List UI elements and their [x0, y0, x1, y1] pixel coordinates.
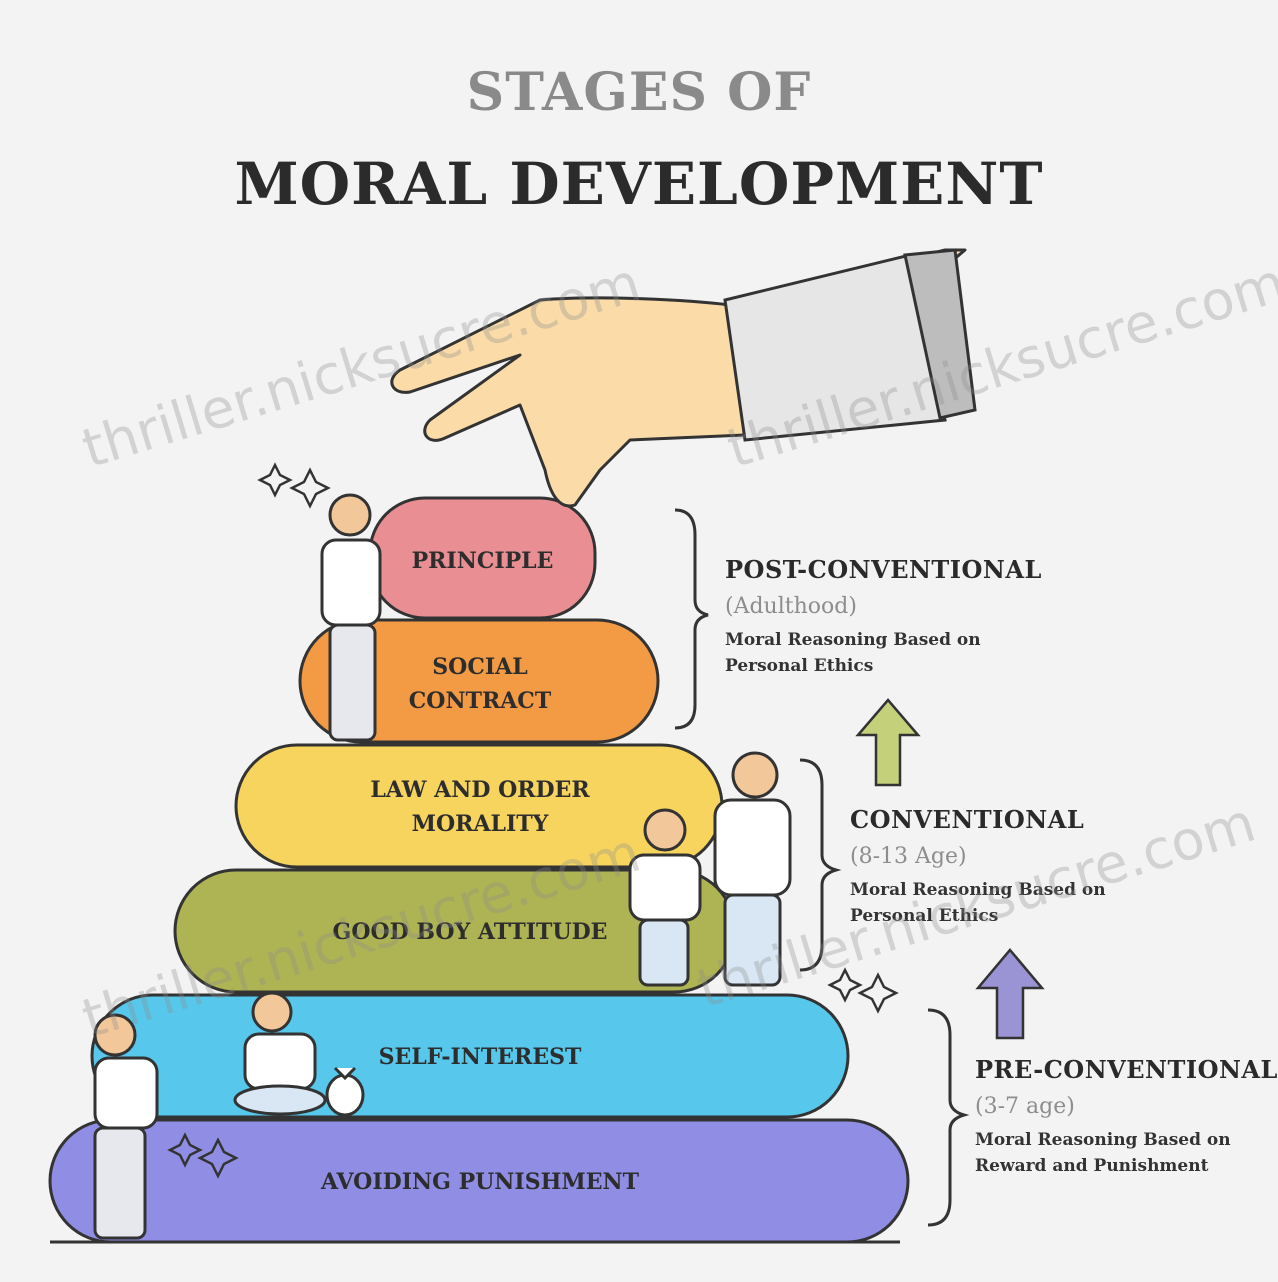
person-figure-middle-tall: [713, 751, 792, 987]
cuff-shape: [903, 248, 977, 420]
stage-block-avoiding-punishment: [48, 1118, 910, 1244]
level-post-conventional: POST-CONVENTIONAL (Adulthood) Moral Reas…: [725, 555, 1042, 679]
level-title: CONVENTIONAL: [850, 805, 1085, 834]
level-conventional: CONVENTIONAL (8-13 Age) Moral Reasoning …: [850, 805, 1130, 929]
bag-icon: [325, 1066, 365, 1117]
stage-block-social-contract: [298, 618, 660, 744]
hand-illustration: [390, 248, 977, 508]
title-line-1: STAGES OF: [466, 62, 812, 123]
level-age: (8-13 Age): [850, 844, 967, 869]
stage-label-social-contract: SOCIAL CONTRACT: [408, 654, 552, 714]
person-figure-top: [320, 493, 382, 742]
stage-label-principle: PRINCIPLE: [411, 548, 554, 574]
title-line-2: MORAL DEVELOPMENT: [234, 150, 1044, 218]
person-figure-bottom-adult: [93, 1013, 159, 1240]
brace-pre-conventional: [927, 1008, 970, 1227]
sleeve-shape: [723, 253, 947, 442]
stage-label-good-boy: GOOD BOY ATTITUDE: [332, 919, 608, 945]
brace-post-conventional: [674, 508, 709, 730]
arrow-up-upper: [855, 698, 921, 787]
brace-conventional: [799, 758, 842, 972]
level-title: POST-CONVENTIONAL: [725, 555, 1042, 584]
person-figure-bottom-child: [233, 991, 327, 1116]
stage-label-self-interest: SELF-INTEREST: [378, 1044, 582, 1070]
arrow-up-lower: [975, 948, 1045, 1040]
level-age: (3-7 age): [975, 1094, 1075, 1119]
level-description: Moral Reasoning Based on Personal Ethics: [850, 880, 1106, 926]
sparkle-icons: [167, 462, 899, 1179]
stage-label-law-order: LAW AND ORDER MORALITY: [370, 777, 590, 837]
level-pre-conventional: PRE-CONVENTIONAL (3-7 age) Moral Reasoni…: [975, 1055, 1278, 1179]
level-description: Moral Reasoning Based on Reward and Puni…: [975, 1130, 1231, 1176]
level-age: (Adulthood): [725, 594, 857, 619]
stage-label-avoiding-punishment: AVOIDING PUNISHMENT: [321, 1169, 639, 1195]
level-description: Moral Reasoning Based on Personal Ethics: [725, 630, 981, 676]
level-title: PRE-CONVENTIONAL: [975, 1055, 1278, 1084]
person-figure-middle-small: [628, 808, 702, 987]
